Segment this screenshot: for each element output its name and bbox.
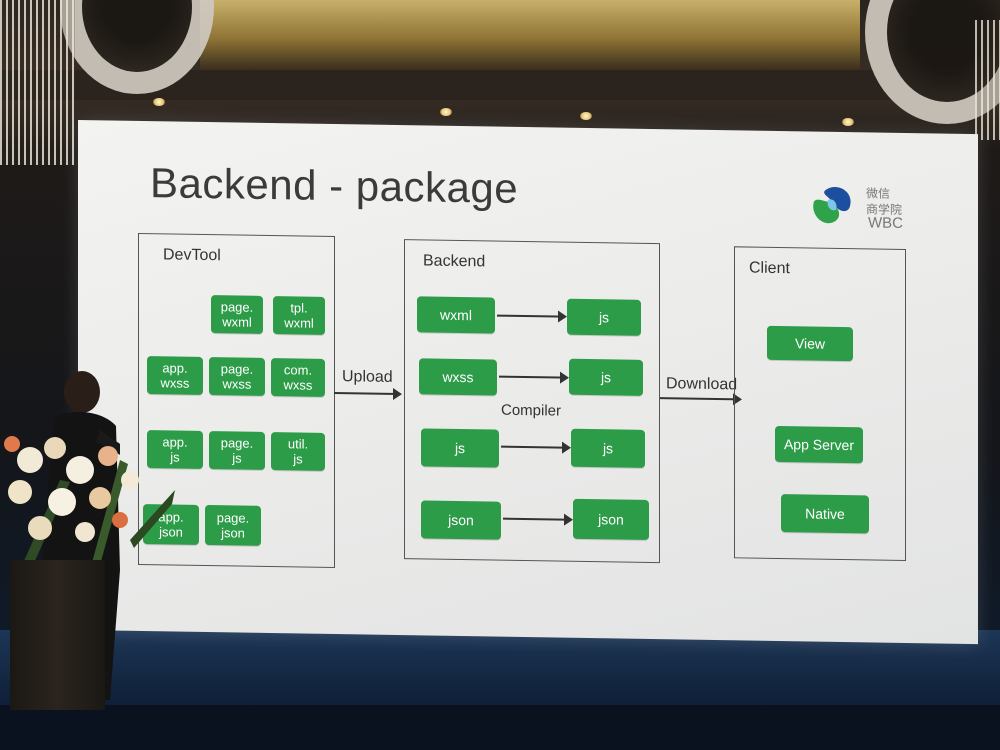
devtool-file-box: page. json: [205, 504, 261, 546]
devtool-file-box: page. js: [209, 431, 265, 470]
devtool-file-box: app. wxss: [147, 356, 203, 395]
wbc-logo: 微信 商学院 WBC: [808, 181, 918, 233]
flower-stand: [10, 560, 105, 710]
ceiling-spotlight: [153, 98, 165, 106]
wbc-logo-icon: [813, 187, 851, 224]
upload-label: Upload: [342, 368, 393, 386]
devtool-file-box: util. js: [271, 432, 325, 471]
client-app-server-box: App Server: [775, 425, 863, 464]
client-panel: Client View App Server Native: [734, 246, 906, 562]
backend-output-box: json: [573, 498, 649, 540]
compile-arrow: [497, 314, 565, 318]
download-arrow: [660, 397, 740, 401]
chandelier-left: [0, 0, 75, 165]
backend-output-box: js: [569, 358, 643, 396]
backend-output-box: js: [567, 298, 641, 336]
devtool-file-box: com. wxss: [271, 358, 325, 397]
devtool-title: DevTool: [163, 246, 221, 265]
stage-edge: [0, 705, 1000, 750]
ceiling-spotlight: [842, 118, 854, 126]
backend-source-box: json: [421, 500, 501, 540]
backend-output-box: js: [571, 428, 645, 468]
compiler-label: Compiler: [501, 401, 562, 420]
upload-arrow: [334, 392, 400, 396]
backend-source-box: wxss: [419, 358, 497, 396]
chandelier-right: [975, 20, 1000, 140]
devtool-file-box: page. wxml: [211, 295, 263, 334]
ceiling-spotlight: [580, 112, 592, 120]
logo-chinese-line1: 微信: [866, 186, 891, 201]
compile-arrow: [503, 517, 571, 521]
compile-arrow: [501, 445, 569, 449]
ceiling-light: [200, 0, 860, 70]
download-label: Download: [666, 375, 738, 394]
backend-source-box: wxml: [417, 296, 495, 334]
compile-arrow: [499, 375, 567, 379]
ceiling-spotlight: [440, 108, 452, 116]
projected-slide: Backend - package 微信 商学院 WBC DevTool pag…: [78, 120, 978, 645]
slide-title: Backend - package: [150, 159, 519, 212]
backend-panel: Backend wxml js wxss js Compiler js js j…: [404, 239, 660, 564]
devtool-file-box: tpl. wxml: [273, 296, 325, 335]
flower-arrangement: [4, 436, 175, 572]
client-native-box: Native: [781, 494, 869, 534]
backend-source-box: js: [421, 428, 499, 468]
client-title: Client: [749, 259, 790, 278]
backend-title: Backend: [423, 252, 486, 271]
devtool-file-box: page. wxss: [209, 357, 265, 396]
client-view-box: View: [767, 325, 853, 362]
logo-wbc-text: WBC: [868, 214, 903, 232]
